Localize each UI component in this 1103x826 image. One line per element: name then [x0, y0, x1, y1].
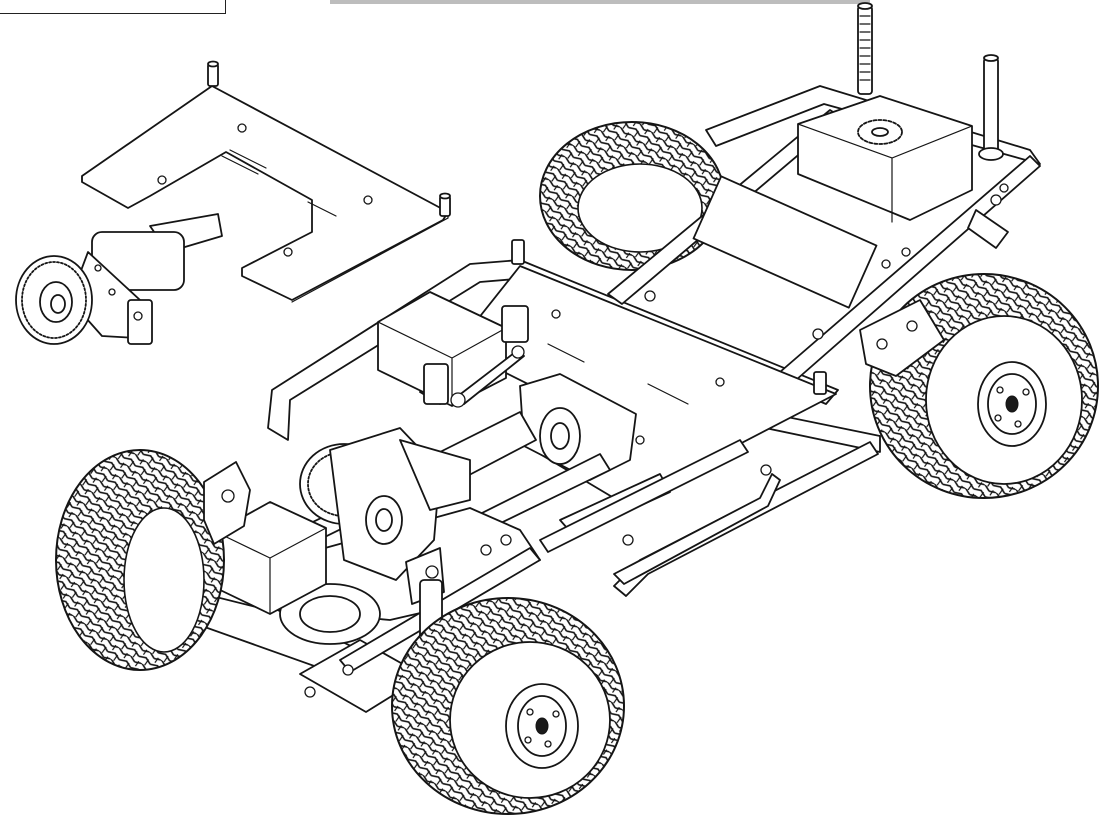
- front-left-knuckle: [203, 461, 251, 545]
- transmission-gearbox: [15, 213, 223, 345]
- upper-deck-plate: [81, 60, 451, 303]
- front-servo: [215, 501, 327, 615]
- antenna-post-right: [978, 54, 1004, 161]
- step-number-box-frame: [0, 0, 226, 14]
- plate-standoff-left: [207, 60, 219, 87]
- rear-left-wheel: [539, 121, 725, 271]
- front-left-wheel: [55, 449, 225, 671]
- top-scan-edge: [330, 0, 870, 4]
- plate-standoff-right: [439, 192, 451, 217]
- lower-links: [539, 439, 781, 585]
- steering-servo: [377, 291, 529, 408]
- front-gearbox: [299, 427, 471, 581]
- rear-box: [797, 95, 973, 221]
- antenna-post-left: [857, 2, 873, 95]
- rear-axle-assembly: [644, 2, 1009, 340]
- front-right-knuckle: [859, 299, 945, 377]
- rear-right-wheel: [391, 597, 625, 815]
